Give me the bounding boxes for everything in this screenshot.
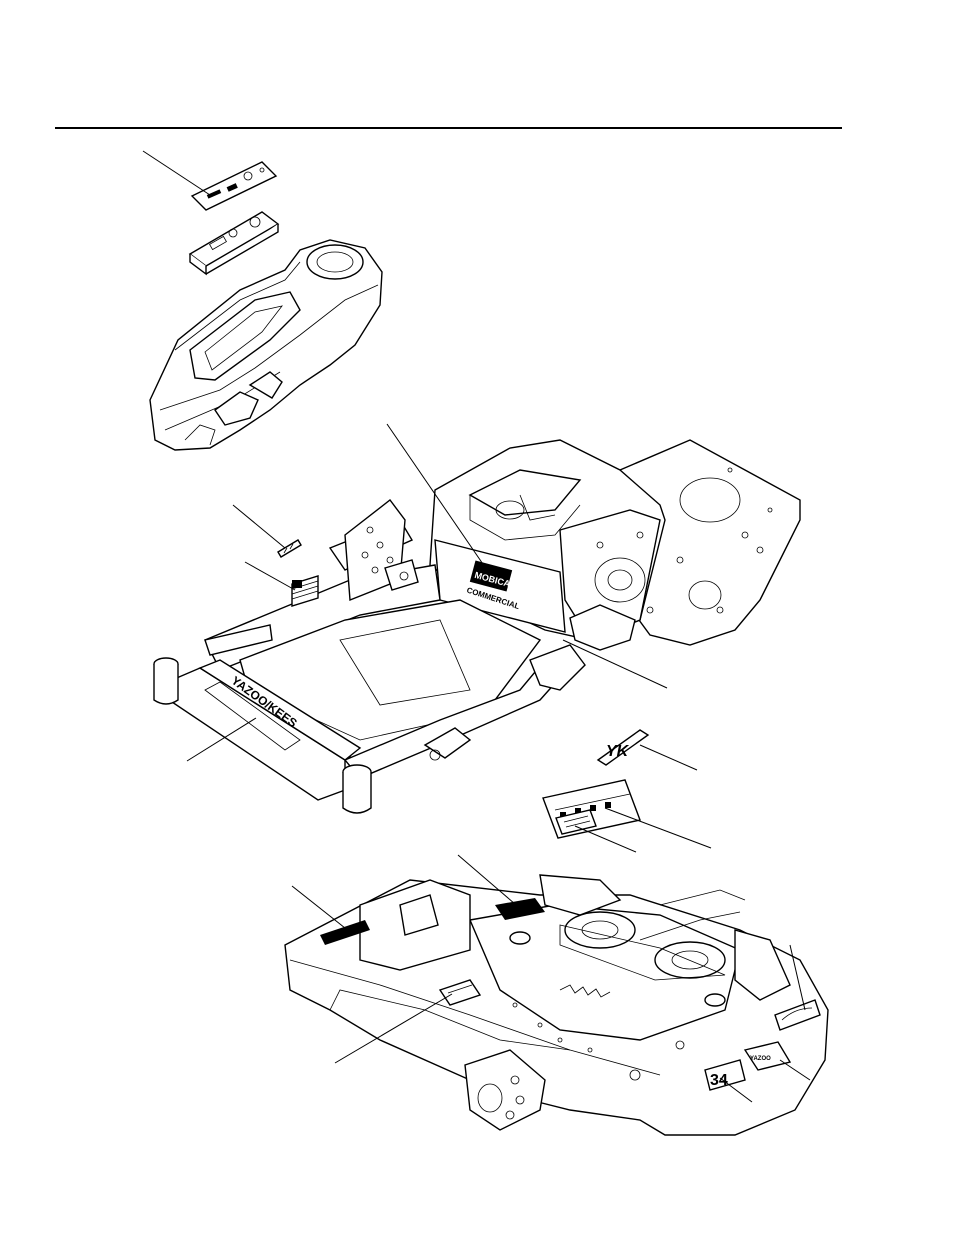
deck-size-text: 34 (710, 1072, 728, 1089)
control-panel-plate (190, 212, 278, 274)
safety-warning-decal (543, 780, 640, 838)
control-panel-decal (192, 162, 276, 210)
yk-logo-decal: YK (598, 730, 648, 765)
deck-brand-text: YAZOO (750, 1056, 771, 1062)
yk-logo-text: YK (606, 743, 630, 760)
mower-deck (285, 875, 828, 1135)
console-housing (150, 240, 382, 450)
small-warning-decal (278, 540, 301, 557)
main-frame: MOBICANT COMMERCIAL YAZOO/KEES (154, 440, 800, 813)
